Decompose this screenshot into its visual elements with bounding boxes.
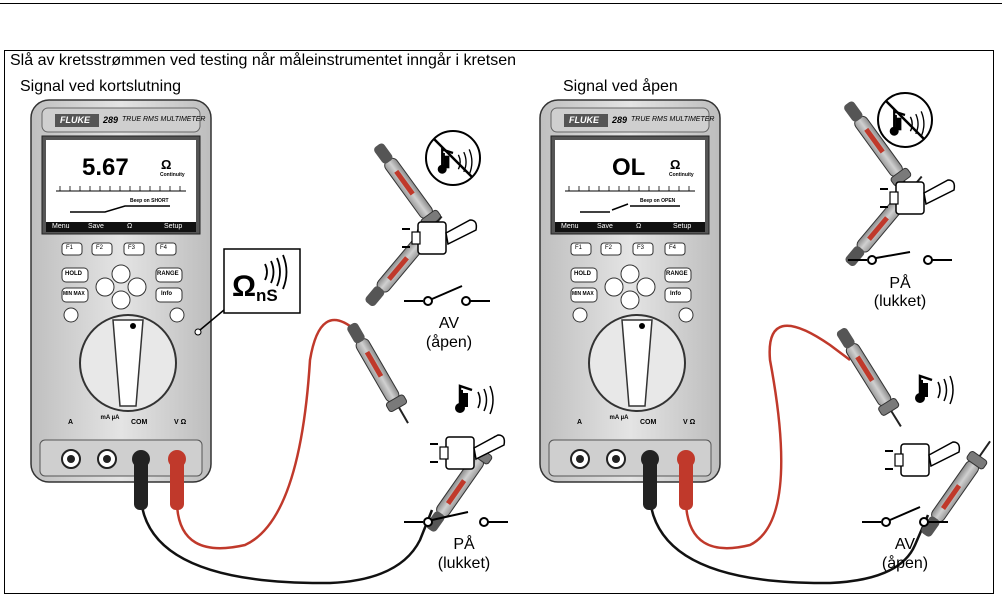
hold-button-right[interactable]: HOLD	[574, 271, 591, 277]
info-button-right[interactable]: Info	[670, 291, 681, 297]
meter-right-mode: Continuity	[669, 172, 694, 178]
hold-button-left[interactable]: HOLD	[65, 271, 82, 277]
right-top-switch-sub: (lukket)	[873, 293, 927, 310]
meter-right-model: 289	[612, 115, 628, 125]
jack-right-vohm: V Ω	[683, 419, 696, 426]
fkey-right-1[interactable]: F1	[575, 245, 583, 251]
fkey-right-2[interactable]: F2	[605, 245, 613, 251]
zoom-ns-label: nS	[256, 286, 278, 305]
minmax-button-left[interactable]: MIN MAX	[63, 291, 85, 297]
softkey-left-menu[interactable]: Menu	[52, 223, 70, 230]
instruction-text: Slå av kretsstrømmen ved testing når mål…	[10, 52, 516, 69]
figure-frame	[4, 50, 994, 594]
probe-left-red	[341, 318, 418, 430]
fkey-left-2[interactable]: F2	[96, 245, 104, 251]
meter-left-mode: Continuity	[160, 172, 185, 178]
jack-left-ma: mA µA	[100, 415, 120, 421]
fkey-right-3[interactable]: F3	[637, 245, 645, 251]
softkey-left-save[interactable]: Save	[88, 223, 104, 230]
jack-left-com: COM	[131, 419, 148, 426]
zoom-ohm-symbol: Ω	[232, 270, 257, 303]
zoom-box-left	[223, 248, 301, 314]
speaker-icon-left-on	[453, 384, 495, 416]
switch-symbol-left-bottom	[404, 511, 508, 527]
switch-symbol-right-bottom	[862, 506, 948, 527]
meter-left-reading: 5.67	[82, 154, 129, 181]
switch-right-bottom	[884, 441, 961, 477]
meter-left-beep-text: Beep on SHORT	[130, 198, 169, 204]
meter-left-brand: FLUKE	[60, 115, 90, 125]
meter-left-unit: Ω	[161, 157, 172, 172]
top-rule	[0, 3, 1002, 4]
left-top-switch-sub: (åpen)	[425, 334, 473, 351]
jack-right-com: COM	[640, 419, 657, 426]
left-top-switch-state: AV	[438, 315, 460, 332]
jack-left-vohm: V Ω	[174, 419, 187, 426]
info-button-left[interactable]: Info	[161, 291, 172, 297]
switch-symbol-right-top	[848, 251, 952, 265]
right-bottom-switch-sub: (åpen)	[881, 555, 929, 572]
softkey-left-ohm[interactable]: Ω	[127, 223, 133, 230]
minmax-button-right[interactable]: MIN MAX	[572, 291, 594, 297]
fkey-left-4[interactable]: F4	[160, 245, 168, 251]
left-bottom-switch-state: PÅ	[453, 536, 475, 553]
softkey-right-setup[interactable]: Setup	[673, 223, 692, 230]
meter-right-beep-text: Beep on OPEN	[640, 198, 676, 204]
no-sound-slash-left	[433, 138, 473, 178]
softkey-right-ohm[interactable]: Ω	[636, 223, 642, 230]
meter-right-subtitle: TRUE RMS MULTIMETER	[631, 116, 715, 123]
black-lead-left	[139, 470, 434, 585]
right-bottom-switch-state: AV	[894, 536, 916, 553]
red-lead-left	[175, 318, 367, 550]
meter-right-reading: OL	[612, 154, 646, 181]
panel-right-title: Signal ved åpen	[563, 78, 678, 95]
fkey-left-3[interactable]: F3	[128, 245, 136, 251]
probe-right-red	[830, 323, 911, 433]
meter-right	[539, 99, 721, 483]
black-plug-right	[643, 452, 657, 510]
zoom-beep-waves	[264, 254, 288, 290]
zoom-anchor-left	[194, 328, 202, 336]
fkey-right-4[interactable]: F4	[669, 245, 677, 251]
softkey-right-menu[interactable]: Menu	[561, 223, 579, 230]
speaker-icon-right-on	[913, 374, 955, 406]
switch-symbol-left-top	[404, 285, 490, 306]
red-plug-right	[679, 452, 693, 510]
meter-left-model: 289	[103, 115, 119, 125]
switch-left-bottom	[429, 434, 506, 470]
meter-right-brand: FLUKE	[569, 115, 599, 125]
fkey-left-1[interactable]: F1	[66, 245, 74, 251]
red-plug-left	[170, 452, 184, 510]
range-button-right[interactable]: RANGE	[666, 271, 688, 277]
meter-right-unit: Ω	[670, 157, 681, 172]
black-plug-left	[134, 452, 148, 510]
jack-right-ma: mA µA	[609, 415, 629, 421]
right-top-switch-state: PÅ	[889, 275, 911, 292]
black-lead-right	[648, 470, 930, 585]
meter-left	[30, 99, 212, 483]
red-lead-right	[684, 324, 851, 550]
left-bottom-switch-sub: (lukket)	[437, 555, 491, 572]
softkey-right-save[interactable]: Save	[597, 223, 613, 230]
panel-left-title: Signal ved kortslutning	[20, 78, 181, 95]
meter-left-subtitle: TRUE RMS MULTIMETER	[122, 116, 206, 123]
jack-right-a: A	[577, 419, 583, 426]
jack-left-a: A	[68, 419, 74, 426]
no-sound-slash-right	[885, 100, 925, 140]
range-button-left[interactable]: RANGE	[157, 271, 179, 277]
softkey-left-setup[interactable]: Setup	[164, 223, 183, 230]
